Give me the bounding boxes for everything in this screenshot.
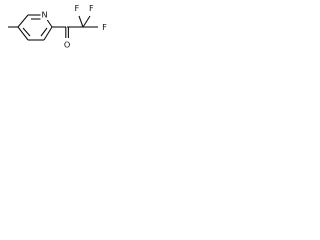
fluorine-top-right-label: F [89, 3, 94, 13]
ring-double-bond-right [40, 27, 48, 37]
nitrogen-label-background [40, 10, 49, 20]
oxygen-label: O [64, 40, 70, 50]
cf3-bond-top-right [82, 15, 91, 28]
ring-double-bond-left [22, 27, 31, 37]
fluorine-right-label: F [102, 22, 107, 32]
fluorine-top-left-label: F [74, 3, 79, 13]
chemical-structure-canvas: N O F F F [0, 0, 112, 66]
cf3-bond-top-left [78, 15, 84, 28]
ring-bond-c2-c3 [43, 26, 53, 41]
ring-bond-c5-c6 [17, 14, 29, 28]
nitrogen-label: N [41, 10, 47, 20]
molecule-drawing: N O F F F [8, 3, 107, 50]
ring-bond-c4-c5 [17, 26, 29, 41]
